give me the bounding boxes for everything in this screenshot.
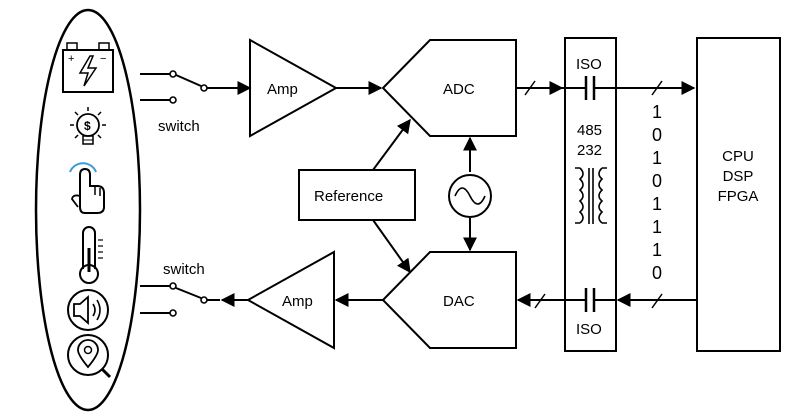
bit-digit: 1 (652, 194, 662, 214)
io-devices-ellipse (34, 8, 142, 412)
switch-bottom-label: switch (163, 261, 205, 278)
switch-bottom (140, 282, 220, 317)
protocol-485-label: 485 (577, 122, 602, 139)
wire-reference-to-adc (372, 118, 411, 171)
oscillator-icon (448, 174, 492, 218)
dac-block (381, 251, 517, 349)
dsp-label: DSP (723, 168, 754, 185)
reference-block (298, 169, 416, 221)
bit-digit: 1 (652, 217, 662, 237)
isolation-block (564, 37, 617, 352)
amp-top-label: Amp (267, 81, 298, 98)
bit-digit: 0 (652, 263, 662, 283)
amp-bottom (245, 250, 335, 350)
reference-label: Reference (314, 188, 383, 205)
svg-text:−: − (100, 53, 106, 65)
wire-reference-to-dac (372, 219, 411, 274)
battery-icon: + − (62, 42, 114, 93)
bit-stream: 1 0 1 0 1 1 1 0 (652, 102, 662, 283)
cpu-label: CPU (722, 148, 754, 165)
thermometer-icon (79, 226, 103, 284)
speaker-icon (67, 289, 109, 331)
bit-digit: 1 (652, 240, 662, 260)
location-search-icon (67, 334, 112, 379)
iso-bottom-label: ISO (576, 321, 602, 338)
switch-top (140, 70, 208, 104)
svg-text:$: $ (84, 119, 91, 133)
capacitor-top (562, 76, 616, 100)
bit-digit: 0 (652, 125, 662, 145)
bit-digit: 1 (652, 102, 662, 122)
fpga-label: FPGA (718, 188, 759, 205)
lightbulb-dollar-icon: $ (70, 107, 106, 145)
bit-digit: 0 (652, 171, 662, 191)
bit-digit: 1 (652, 148, 662, 168)
amp-bottom-label: Amp (282, 293, 313, 310)
transformer-icon (575, 167, 607, 224)
protocol-232-label: 232 (577, 142, 602, 159)
touch-hand-icon (69, 162, 105, 214)
capacitor-bottom (572, 288, 616, 312)
dac-label: DAC (443, 293, 475, 310)
amp-top (249, 38, 339, 138)
svg-text:+: + (68, 53, 74, 65)
adc-label: ADC (443, 81, 475, 98)
switch-top-label: switch (158, 118, 200, 135)
iso-top-label: ISO (576, 56, 602, 73)
processor-block (696, 37, 781, 352)
